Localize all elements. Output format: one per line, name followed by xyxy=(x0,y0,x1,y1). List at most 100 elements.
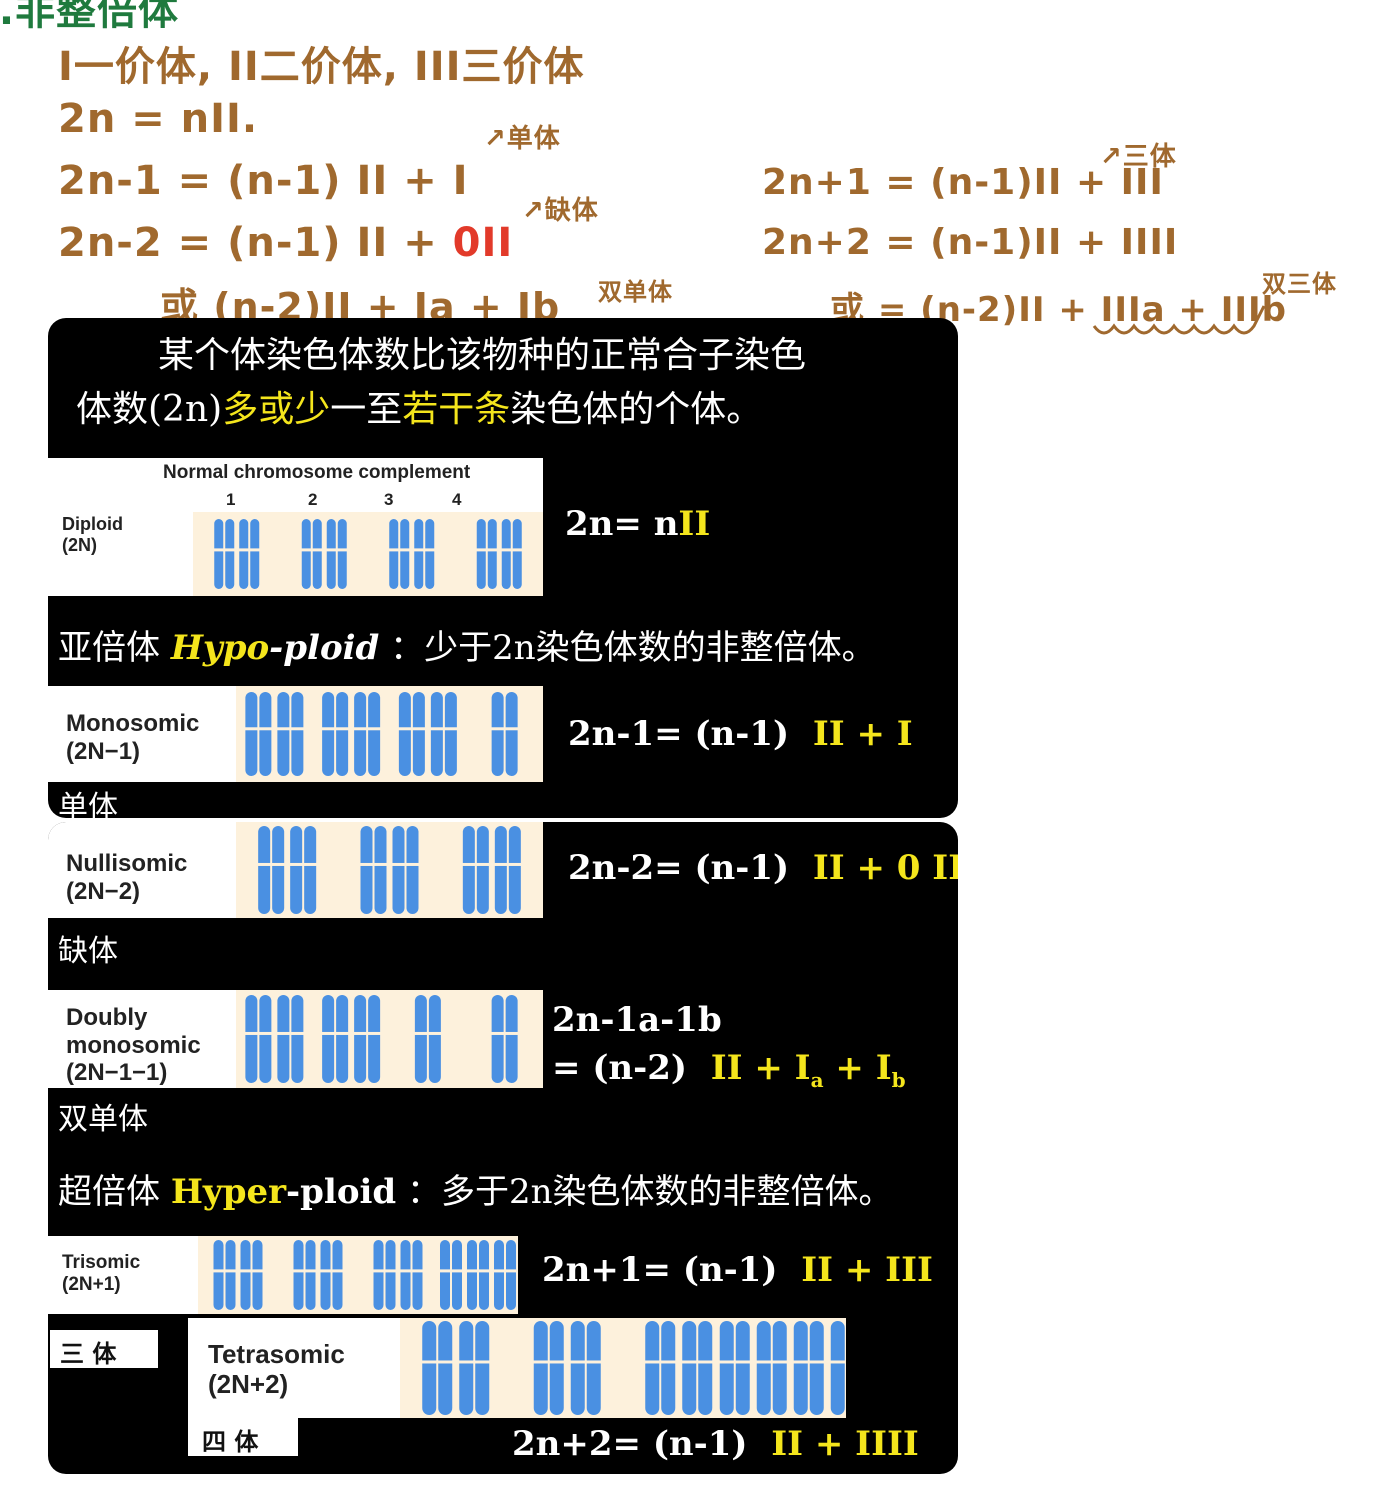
doubly-label-sub: (2N−1−1) xyxy=(66,1059,168,1087)
monosomic-chromosomes xyxy=(244,692,519,776)
hyperploid-definition: 超倍体 Hyper-ploid ：多于2n染色体数的非整倍体。 xyxy=(58,1164,893,1213)
chromatid xyxy=(259,692,272,776)
chromatid xyxy=(505,995,518,1083)
chromatid xyxy=(438,1321,453,1415)
chromatid xyxy=(389,519,399,589)
tetrasomic-chromosomes xyxy=(421,1321,846,1415)
centromere xyxy=(325,548,348,552)
notes-monosomic-note: ↗单体 xyxy=(484,124,561,154)
chromatid xyxy=(772,1321,787,1415)
centromere xyxy=(493,1269,517,1273)
centromere xyxy=(490,727,519,731)
chromatid xyxy=(452,1240,462,1310)
notes-monosomic-note-text: 单体 xyxy=(506,124,561,154)
tetrasomic-formula-b: II + IIII xyxy=(771,1424,919,1464)
notes-title-fragment: 2.非整倍体 xyxy=(0,0,180,34)
chromatid xyxy=(487,519,497,589)
chrom-number-2: 2 xyxy=(308,490,318,509)
notes-nullisomic-red: 0II xyxy=(452,220,514,266)
chromatid xyxy=(252,1240,263,1310)
hypoploid-suffix: ：少于2n染色体数的非整倍体。 xyxy=(390,628,876,668)
doubly-chromosomes xyxy=(244,995,519,1083)
notes-nullisomic-note-text: 缺体 xyxy=(544,196,599,226)
chrom-number-4: 4 xyxy=(452,490,462,509)
centromere xyxy=(569,1360,602,1364)
centromere xyxy=(276,1031,305,1035)
chrom-number-3: 3 xyxy=(384,490,394,509)
tetrasomic-formula-a: 2n+2= (n-1) xyxy=(512,1424,748,1464)
chromatid xyxy=(368,692,381,776)
chromatid xyxy=(586,1321,601,1415)
chromatid xyxy=(430,692,443,776)
centromere xyxy=(372,1269,397,1273)
centromere xyxy=(466,1269,490,1273)
trisomic-label-sub: (2N+1) xyxy=(62,1273,121,1295)
chromatid xyxy=(291,692,304,776)
tetrasomic-formula: 2n+2= (n-1) II + IIII xyxy=(512,1424,919,1464)
chromatid xyxy=(414,995,427,1083)
chromatid xyxy=(301,519,311,589)
doubly-formula-2b: II + Ia + Ib xyxy=(711,1048,906,1092)
chromatid xyxy=(272,826,285,914)
centromere xyxy=(644,1360,677,1364)
slide-hyperploid: Nullisomic (2N−2) 2n-2= (n-1) II + 0 II … xyxy=(48,822,958,1474)
trisomic-formula-b: II + III xyxy=(801,1250,933,1290)
chromatid xyxy=(245,692,258,776)
centromere xyxy=(359,862,388,866)
nullisomic-formula-a: 2n-2= (n-1) xyxy=(568,848,790,888)
chromatid xyxy=(698,1321,713,1415)
chromatid xyxy=(735,1321,750,1415)
diploid-label: Diploid (2N) xyxy=(62,514,123,555)
centromere xyxy=(399,1269,424,1273)
doubly-label-text-2: monosomic xyxy=(66,1031,201,1059)
chromatid xyxy=(512,519,522,589)
nullisomic-panel: Nullisomic (2N−2) xyxy=(48,822,543,918)
chromatid xyxy=(322,692,335,776)
centromere xyxy=(500,548,523,552)
definition-several: 若干条 xyxy=(402,389,511,430)
notes-line-nullisomic: 2n-2 = (n-1) II + 0II xyxy=(58,220,513,266)
centromere xyxy=(429,727,458,731)
chromatid xyxy=(400,519,410,589)
chromatid xyxy=(373,1240,384,1310)
hyperploid-term-b: -ploid xyxy=(286,1172,397,1212)
chromatid xyxy=(354,995,367,1083)
chromatid xyxy=(259,995,272,1083)
chromatid xyxy=(494,1240,504,1310)
chromatid xyxy=(360,826,373,914)
chromatid xyxy=(332,1240,343,1310)
chromatid xyxy=(793,1321,808,1415)
nullisomic-label-sub: (2N−2) xyxy=(66,877,141,905)
nullisomic-cn-label: 缺体 xyxy=(58,934,118,969)
chromatid xyxy=(661,1321,676,1415)
tetrasomic-cn-label: 四 体 xyxy=(188,1418,298,1456)
chromatid xyxy=(467,1240,477,1310)
diploid-formula: 2n= nII xyxy=(565,504,710,544)
diploid-panel: Normal chromosome complement 1 2 3 4 Dip… xyxy=(48,458,543,596)
chromatid xyxy=(444,692,457,776)
monosomic-panel: Monosomic (2N−1) xyxy=(48,686,543,782)
chromatid xyxy=(225,519,235,589)
chromatid xyxy=(491,692,504,776)
chromatid xyxy=(258,826,271,914)
chromatid xyxy=(336,692,349,776)
chromatid xyxy=(406,826,419,914)
trisomic-panel: Trisomic (2N+1) xyxy=(48,1236,518,1314)
centromere xyxy=(257,862,286,866)
trisomic-chromosomes xyxy=(212,1240,517,1310)
chromatid xyxy=(245,995,258,1083)
doubly-sub-a: a xyxy=(810,1067,824,1092)
tetrasomic-label: Tetrasomic (2N+2) xyxy=(208,1339,345,1400)
definition-end: 染色体的个体。 xyxy=(510,389,763,430)
centromere xyxy=(238,548,261,552)
notes-line-2n: 2n = nII. xyxy=(58,96,259,142)
chromatid xyxy=(505,692,518,776)
chromatid xyxy=(719,1321,734,1415)
tetrasomic-label-text: Tetrasomic xyxy=(208,1339,345,1369)
centromere xyxy=(213,548,236,552)
centromere xyxy=(439,1269,463,1273)
notes-right-trisomic: 2n+1 = (n-1)II + III xyxy=(762,162,1164,203)
chromatid xyxy=(374,826,387,914)
doubly-plus: + I xyxy=(823,1048,892,1088)
chromatid xyxy=(225,1240,236,1310)
